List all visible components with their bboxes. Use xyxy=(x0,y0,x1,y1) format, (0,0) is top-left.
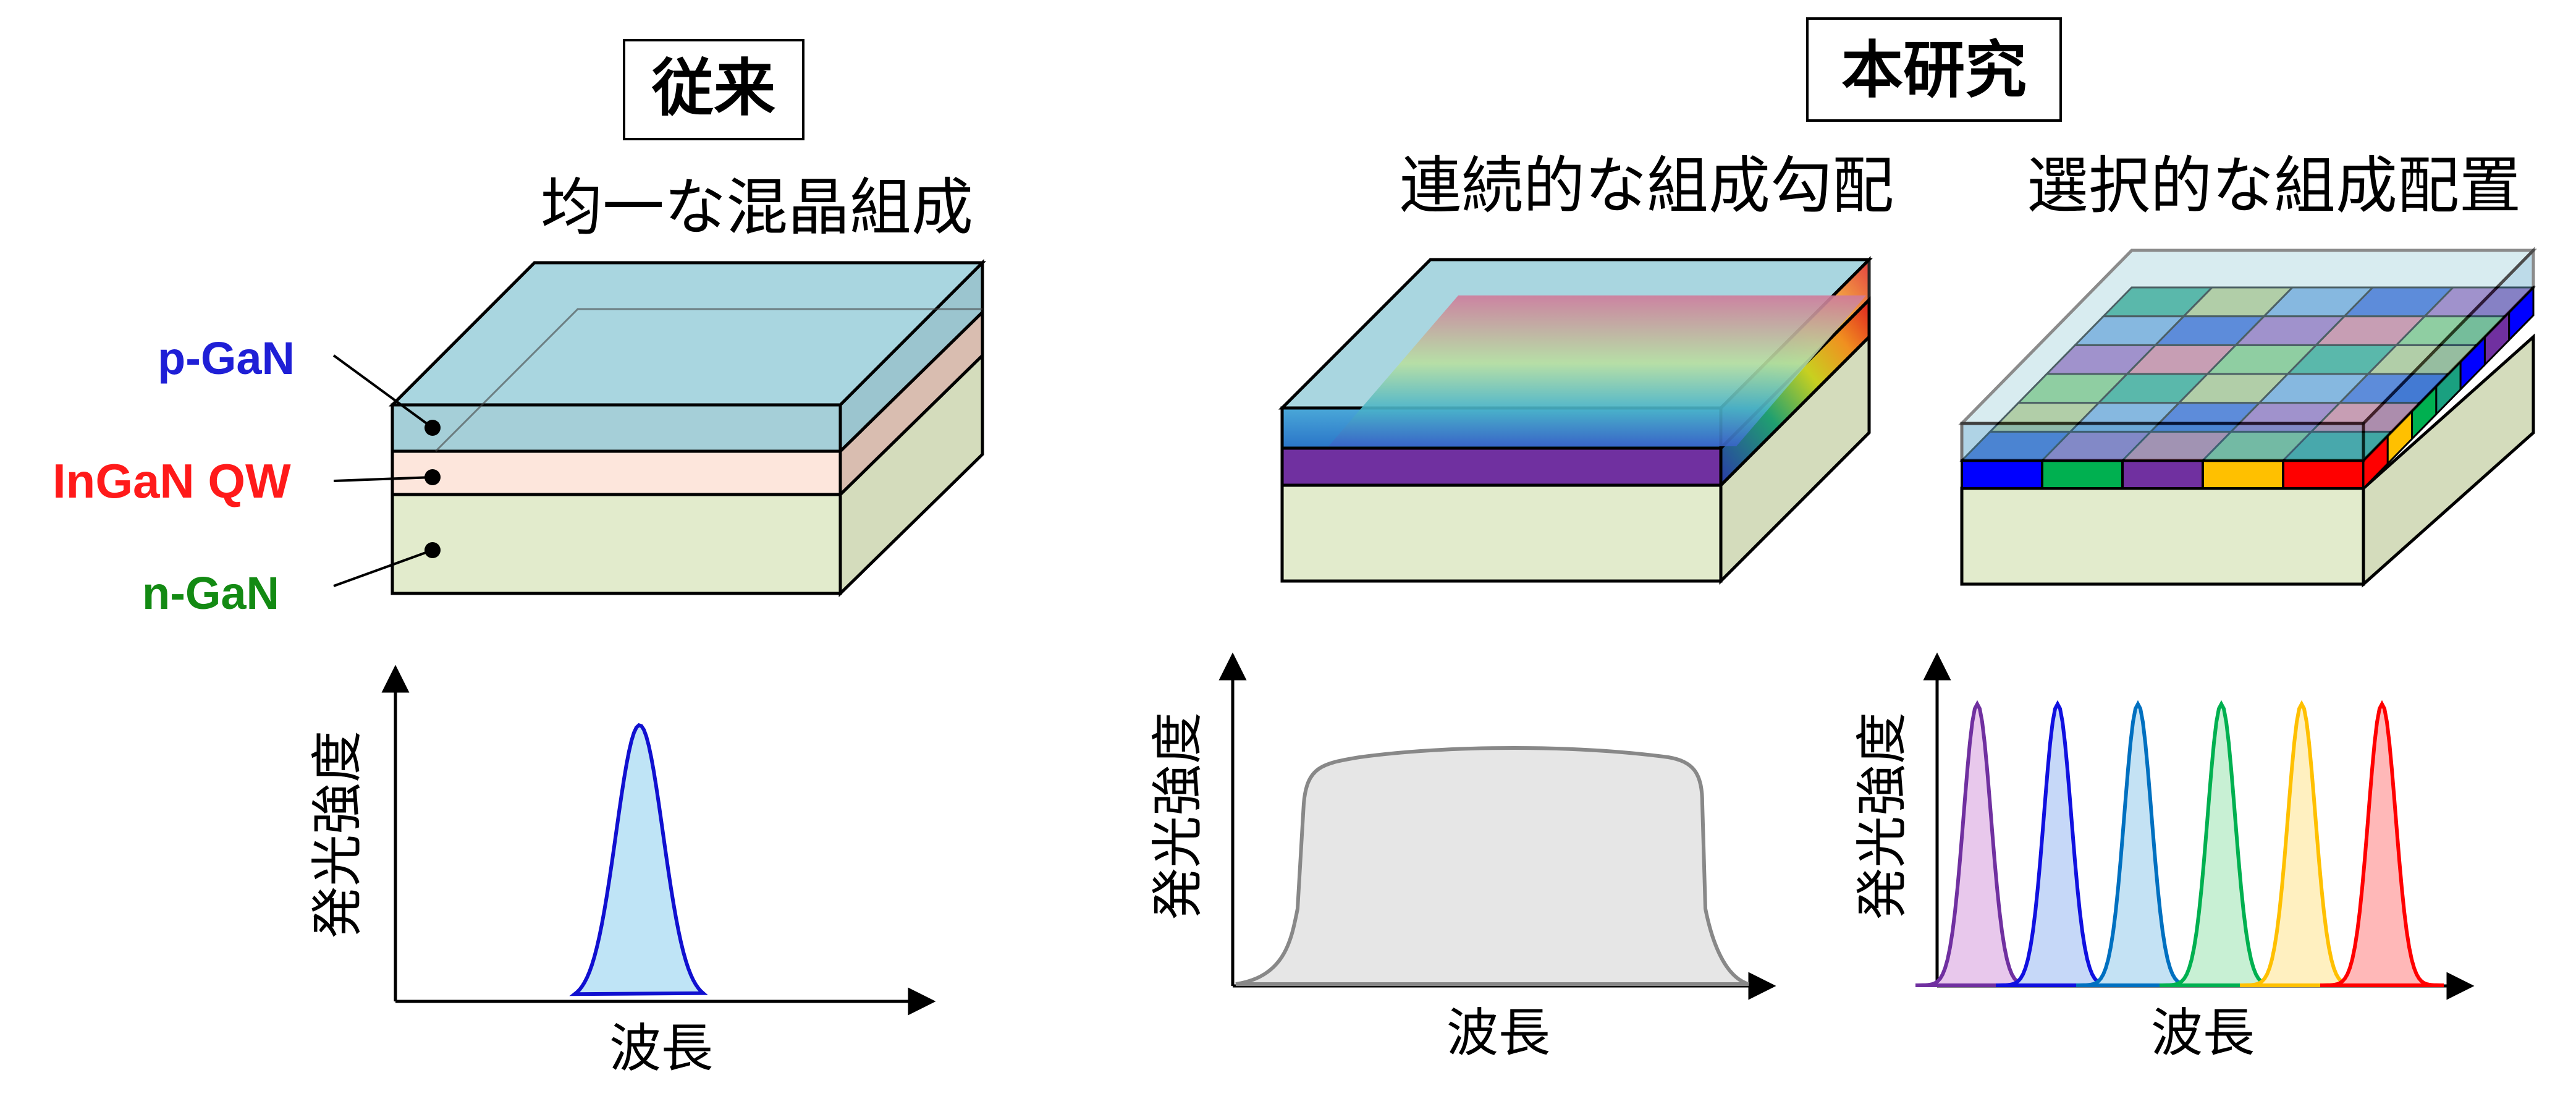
p-gan-leader xyxy=(332,354,434,429)
this-study-badge-box xyxy=(1806,17,2062,122)
n-gan-leader xyxy=(333,549,433,587)
selective-stack xyxy=(1958,246,2537,588)
gradient-spectrum: 発光強度 波長 xyxy=(1147,652,1776,1063)
emission-peak xyxy=(2160,700,2283,987)
p-gan-dot xyxy=(424,420,441,436)
n-gan-dot xyxy=(424,542,441,558)
gradient-subtitle: 連続的な組成勾配 xyxy=(1400,150,1894,222)
selective-p-front xyxy=(1960,422,2365,462)
spectrum-peak xyxy=(569,723,708,996)
qw-tile xyxy=(1961,459,2043,490)
selective-p-side xyxy=(2362,246,2535,465)
y-axis-label: 発光強度 xyxy=(307,731,368,938)
emission-peak xyxy=(2320,700,2444,987)
gradient-qw-front xyxy=(1280,446,1723,487)
this-study-panel: 本研究 連続的な組成勾配 発光強度 波長 選択的な組成配置 xyxy=(1147,17,2537,1063)
emission-peak xyxy=(1915,700,2039,987)
selective-n-front xyxy=(1960,486,2365,586)
p-gan-label: p-GaN xyxy=(158,333,295,384)
gradient-n-front xyxy=(1280,483,1723,583)
n-gan-layer-front xyxy=(391,493,842,595)
this-study-badge: 本研究 xyxy=(1841,34,2027,106)
gradient-top-inner xyxy=(1328,295,1866,446)
n-gan-label: n-GaN xyxy=(142,567,279,619)
qw-dot xyxy=(424,469,441,485)
y-axis-label: 発光強度 xyxy=(1147,712,1208,920)
selective-qw-front xyxy=(1961,459,2365,490)
emission-peak xyxy=(1996,700,2119,987)
conventional-badge: 従来 xyxy=(651,52,775,124)
selective-n-side xyxy=(2362,333,2535,588)
ingan-qw-label: InGaN QW xyxy=(53,454,291,508)
qw-tile xyxy=(2121,459,2204,490)
selective-p-top xyxy=(1958,248,2537,425)
qw-tile xyxy=(2041,459,2124,490)
selective-qw-side xyxy=(2362,285,2535,491)
selective-peaks xyxy=(1915,700,2444,987)
qw-tile xyxy=(2202,459,2284,490)
qw-tile xyxy=(2422,286,2536,318)
conventional-panel: 従来 均一な混晶組成 p-GaN InGaN QW n-GaN xyxy=(53,39,987,1079)
selective-subtitle: 選択的な組成配置 xyxy=(2027,150,2521,222)
qw-layer-front xyxy=(391,449,842,496)
conventional-stack xyxy=(388,258,987,597)
x-axis-label: 波長 xyxy=(609,1018,713,1079)
x-axis-label: 波長 xyxy=(2151,1003,2255,1063)
broad-emission xyxy=(1235,746,1750,986)
conventional-subtitle: 均一な混晶組成 xyxy=(541,171,973,244)
gradient-stack xyxy=(1278,255,1873,585)
qw-tile xyxy=(2282,459,2365,490)
emission-peak xyxy=(2240,700,2363,987)
conventional-spectrum: 発光強度 波長 xyxy=(307,665,936,1079)
x-axis-label: 波長 xyxy=(1446,1003,1550,1063)
conventional-badge-box xyxy=(623,39,804,140)
y-axis-label: 発光強度 xyxy=(1852,712,1912,920)
qw-leader xyxy=(333,476,433,482)
emission-peak xyxy=(2076,700,2200,987)
p-gan-inner-edge xyxy=(434,308,982,452)
selective-spectrum: 発光強度 波長 xyxy=(1852,652,2475,1063)
